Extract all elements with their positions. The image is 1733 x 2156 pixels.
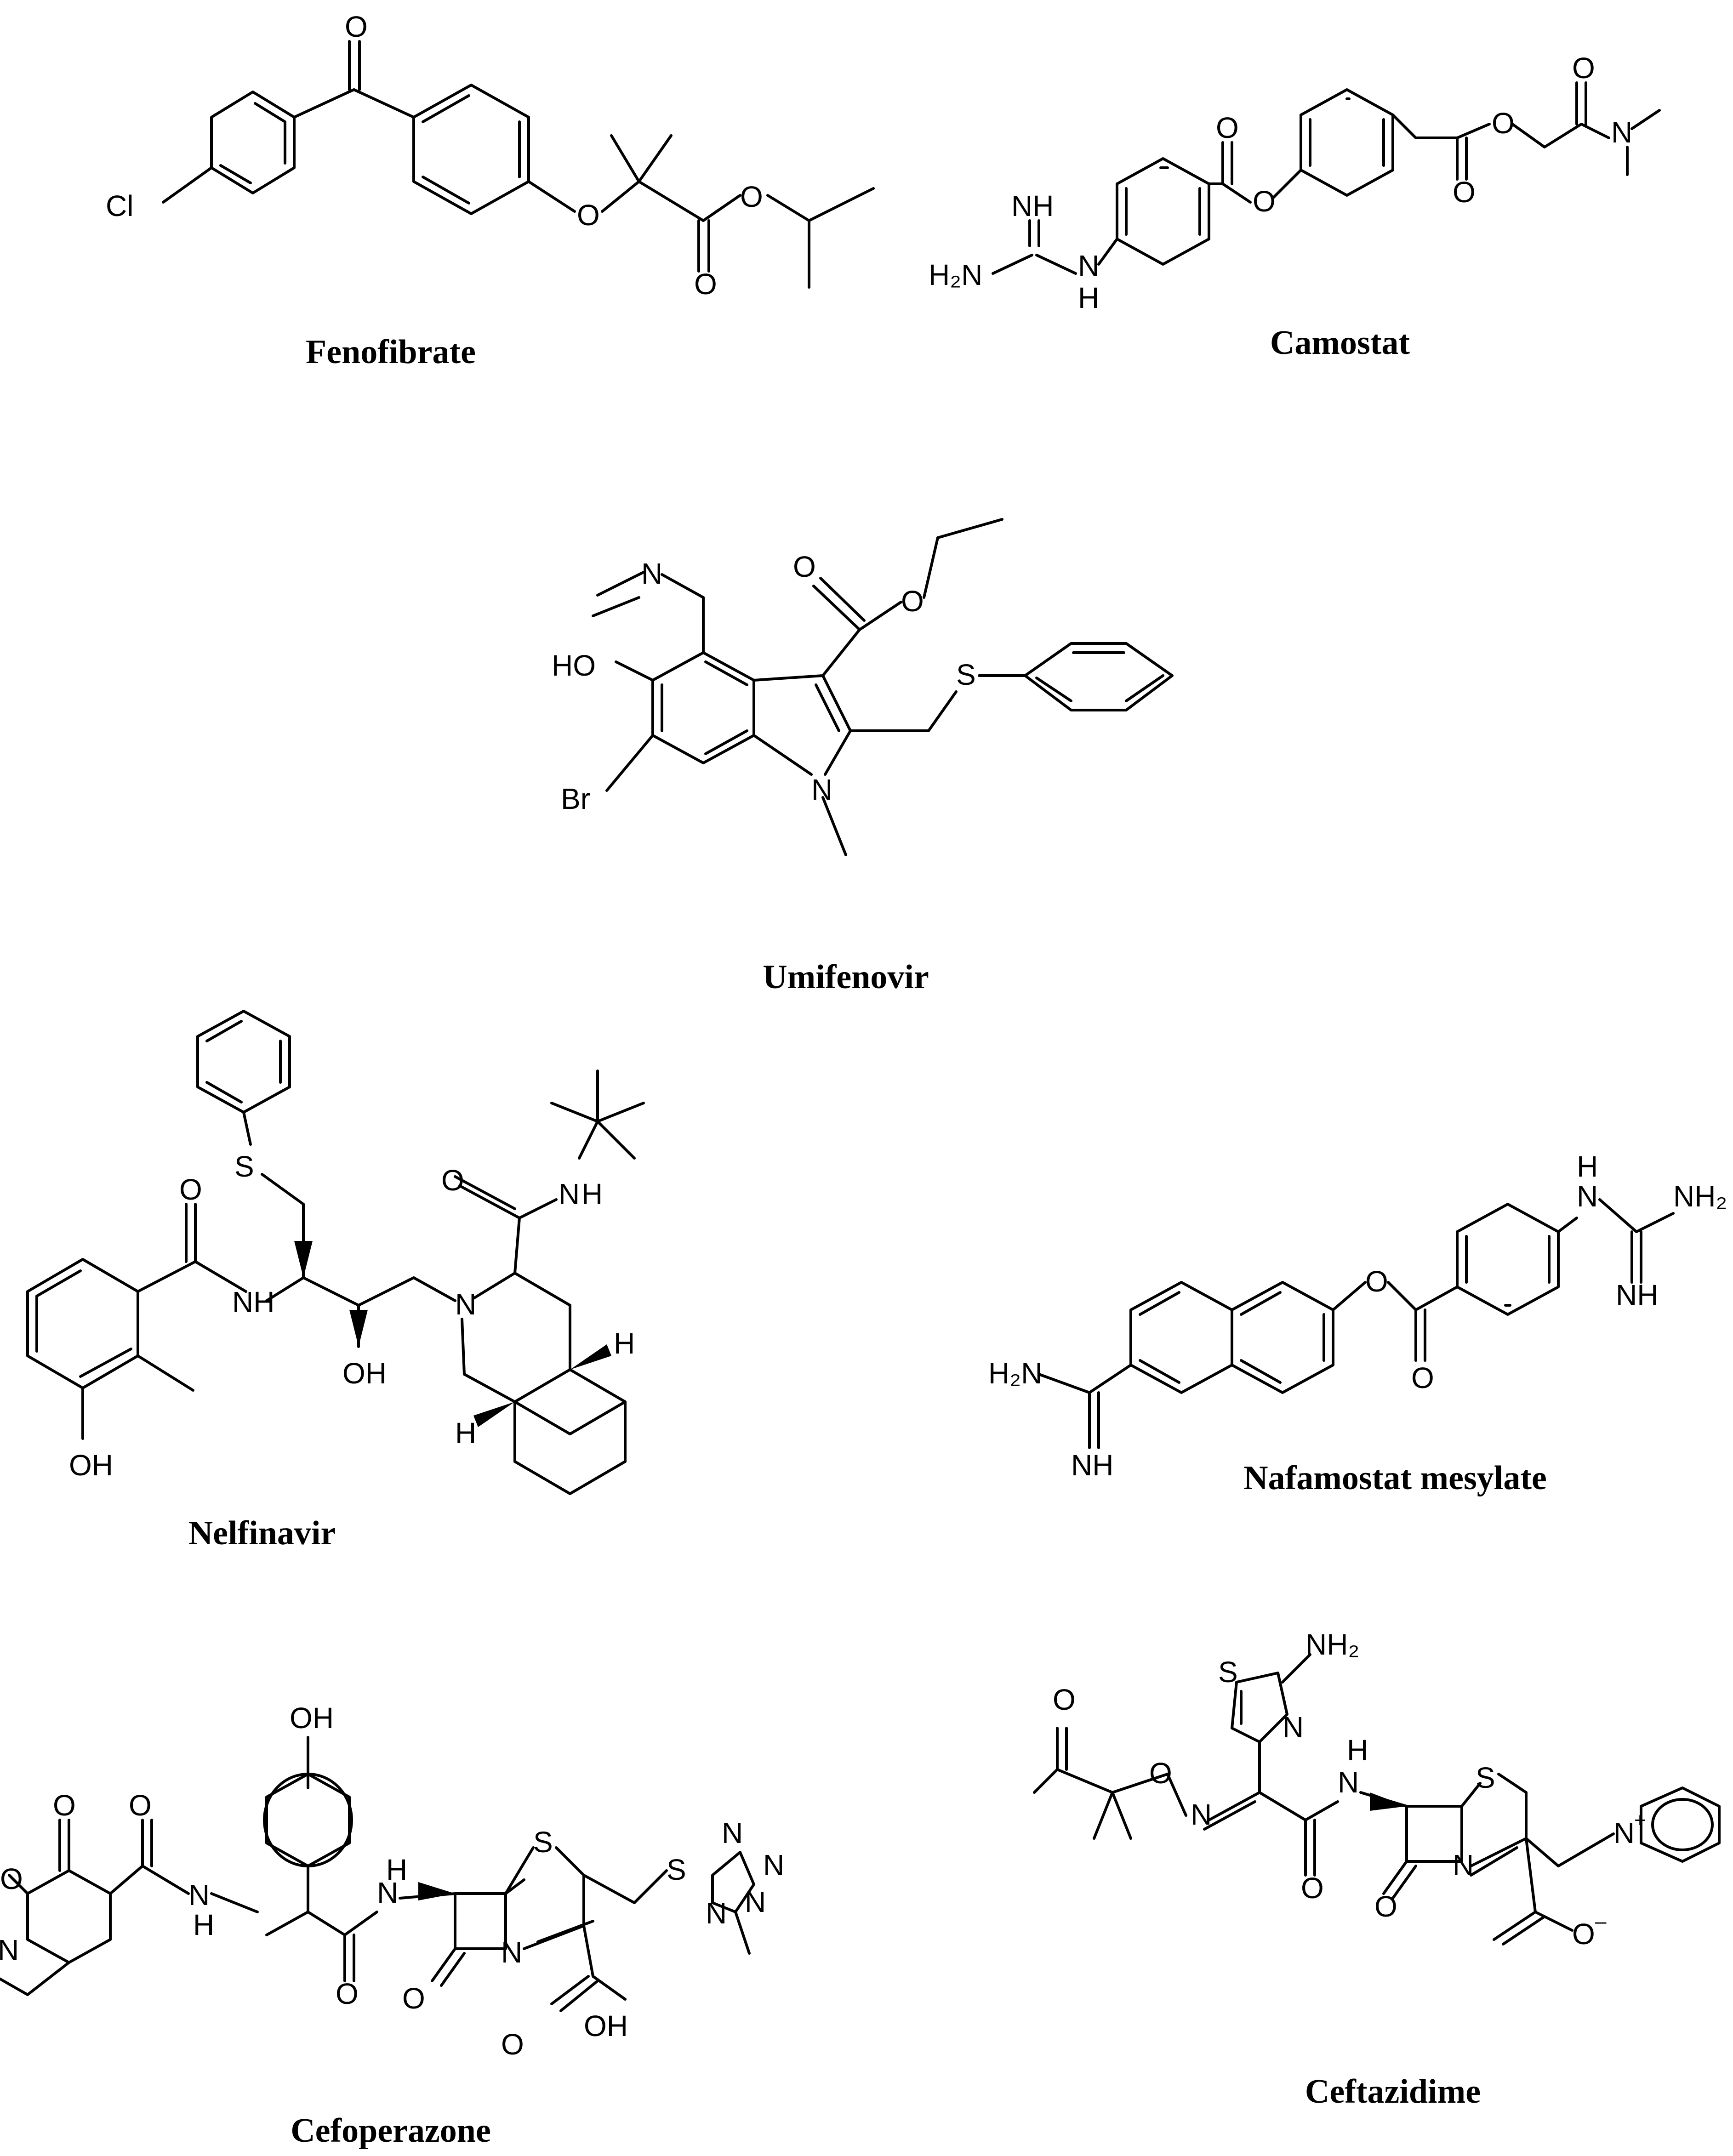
fenofibrate-atom-ester-carbonyl-o: O bbox=[694, 267, 717, 301]
cefoperazone-atom-o4: O bbox=[336, 1977, 359, 2010]
camostat-atom-h2n: H₂N bbox=[929, 258, 982, 291]
ceftazidime-structure bbox=[1033, 1653, 1721, 1946]
camostat-atom-imine-nh: NH bbox=[1011, 189, 1054, 222]
cefoperazone-atom-phenol-oh: OH bbox=[290, 1701, 334, 1735]
umifenovir-atom-o-carbonyl: O bbox=[793, 550, 816, 583]
nelfinavir-atom-o-amide: O bbox=[179, 1173, 202, 1206]
ceftazidime-atom-o-lactam: O bbox=[1374, 1890, 1397, 1923]
umifenovir-atom-n-dimethyl: N bbox=[641, 557, 662, 590]
nelfinavir-atom-n-tbu: N bbox=[559, 1178, 580, 1211]
camostat-atom-o5: O bbox=[1572, 51, 1595, 85]
compound-name-ceftazidime: Ceftazidime bbox=[1305, 2073, 1481, 2110]
cefoperazone-atom-cooh-oh: OH bbox=[584, 2009, 628, 2042]
cefoperazone-atom-o1: O bbox=[53, 1789, 76, 1822]
camostat-structure bbox=[992, 81, 1661, 275]
nafamostat-atom-o-ester: O bbox=[1365, 1265, 1388, 1298]
ceftazidime-atom-nh2: NH₂ bbox=[1305, 1628, 1359, 1661]
nafamostat-atom-h: H bbox=[1577, 1150, 1598, 1183]
ceftazidime-atom-oxime-o: O bbox=[1149, 1757, 1172, 1790]
nelfinavir-structure bbox=[26, 1010, 645, 1495]
cefoperazone-atom-n-tetrazole2: N bbox=[763, 1849, 784, 1882]
ceftazidime-atom-h-amide: H bbox=[1347, 1734, 1368, 1767]
camostat-atom-o1: O bbox=[1216, 111, 1239, 144]
nelfinavir-atom-h-top: H bbox=[614, 1327, 635, 1360]
nelfinavir-atom-o-amide2: O bbox=[441, 1164, 464, 1197]
nafamostat-atom-nh-right: NH bbox=[1616, 1279, 1658, 1312]
ceftazidime-atom-o-acid: O bbox=[1053, 1683, 1076, 1716]
cefoperazone-atom-h-amide: H bbox=[386, 1853, 407, 1886]
cefoperazone-structure bbox=[0, 1736, 755, 2012]
umifenovir-structure bbox=[592, 518, 1174, 856]
fenofibrate-atom-cl: Cl bbox=[106, 189, 133, 222]
ceftazidime-atom-n-thiazole: N bbox=[1283, 1711, 1304, 1744]
cefoperazone-atom-s-thioether: S bbox=[667, 1853, 686, 1886]
nafamostat-atom-nh2-right: NH₂ bbox=[1673, 1180, 1727, 1213]
fenofibrate-atom-ether-o: O bbox=[577, 199, 600, 232]
fenofibrate-atom-carbonyl-o: O bbox=[345, 10, 368, 43]
camostat-atom-n: N bbox=[1078, 249, 1099, 282]
umifenovir-atom-br: Br bbox=[561, 782, 590, 815]
cefoperazone-atom-n-tetrazole1: N bbox=[722, 1816, 743, 1849]
nelfinavir-atom-nh: NH bbox=[232, 1286, 274, 1319]
compound-name-fenofibrate: Fenofibrate bbox=[306, 333, 476, 371]
nafamostat-atom-o-carbonyl: O bbox=[1411, 1361, 1434, 1394]
ceftazidime-atom-plus: + bbox=[1634, 1809, 1646, 1832]
nelfinavir-atom-h-tbu: H bbox=[581, 1178, 603, 1211]
cefoperazone-atom-n-piperazine: N bbox=[0, 1934, 19, 1967]
cefoperazone-atom-n-urea: N bbox=[188, 1878, 210, 1911]
ceftazidime-atom-oxime-n: N bbox=[1191, 1798, 1212, 1831]
ceftazidime-atom-n-lactam: N bbox=[1453, 1849, 1474, 1882]
cefoperazone-atom-n-amide: N bbox=[377, 1876, 398, 1909]
cefoperazone-atom-n-tetrazole4: N bbox=[706, 1897, 727, 1930]
cefoperazone-atom-o-lactam: O bbox=[402, 1982, 425, 2015]
nafamostat-structure bbox=[1038, 1198, 1675, 1449]
cefoperazone-atom-n-tetrazole3: N bbox=[745, 1885, 766, 1918]
compound-name-umifenovir: Umifenovir bbox=[763, 958, 929, 996]
compound-name-nelfinavir: Nelfinavir bbox=[188, 1514, 336, 1552]
ceftazidime-atom-s-ring: S bbox=[1476, 1761, 1495, 1794]
umifenovir-atom-s: S bbox=[956, 658, 976, 691]
nelfinavir-atom-s: S bbox=[234, 1150, 254, 1183]
cefoperazone-atom-cooh-o: O bbox=[501, 2028, 524, 2061]
ceftazidime-atom-s-thiazole: S bbox=[1218, 1655, 1238, 1689]
nafamostat-atom-nh-left: NH bbox=[1071, 1449, 1113, 1482]
ceftazidime-atom-minus: – bbox=[1595, 1910, 1607, 1933]
compound-name-nafamostat: Nafamostat mesylate bbox=[1243, 1459, 1547, 1497]
camostat-atom-o4: O bbox=[1492, 107, 1515, 140]
nelfinavir-atom-phenol-oh: OH bbox=[69, 1449, 113, 1482]
cefoperazone-atom-h-urea: H bbox=[193, 1908, 214, 1941]
umifenovir-atom-ho: HO bbox=[552, 649, 596, 682]
fenofibrate-structure bbox=[162, 40, 875, 289]
cefoperazone-atom-n-lactam: N bbox=[501, 1936, 522, 1969]
fenofibrate-atom-ester-o: O bbox=[740, 180, 763, 213]
camostat-atom-n-dimethyl: N bbox=[1611, 116, 1632, 149]
umifenovir-atom-n-indole: N bbox=[811, 773, 832, 806]
ceftazidime-atom-o-carboxylate: O bbox=[1572, 1917, 1595, 1951]
nafamostat-atom-h2n: H₂N bbox=[988, 1357, 1042, 1390]
camostat-atom-o2: O bbox=[1253, 185, 1276, 218]
nelfinavir-atom-h-bottom: H bbox=[455, 1416, 476, 1450]
ceftazidime-atom-n-pyridinium: N bbox=[1613, 1816, 1635, 1849]
compound-name-camostat: Camostat bbox=[1270, 324, 1410, 362]
ceftazidime-atom-o-amide: O bbox=[1301, 1872, 1324, 1905]
compound-name-cefoperazone: Cefoperazone bbox=[291, 2112, 491, 2150]
cefoperazone-atom-o2: O bbox=[129, 1789, 152, 1822]
nelfinavir-atom-oh: OH bbox=[342, 1357, 387, 1390]
camostat-atom-h: H bbox=[1078, 281, 1099, 314]
nelfinavir-atom-n-ring: N bbox=[455, 1288, 476, 1321]
cefoperazone-atom-s-ring: S bbox=[533, 1826, 553, 1859]
camostat-atom-o3: O bbox=[1453, 176, 1476, 209]
umifenovir-atom-o-ester: O bbox=[901, 585, 924, 618]
nafamostat-atom-n: N bbox=[1577, 1180, 1598, 1213]
cefoperazone-atom-o3: O bbox=[0, 1862, 23, 1895]
ceftazidime-atom-n-amide: N bbox=[1338, 1766, 1359, 1799]
